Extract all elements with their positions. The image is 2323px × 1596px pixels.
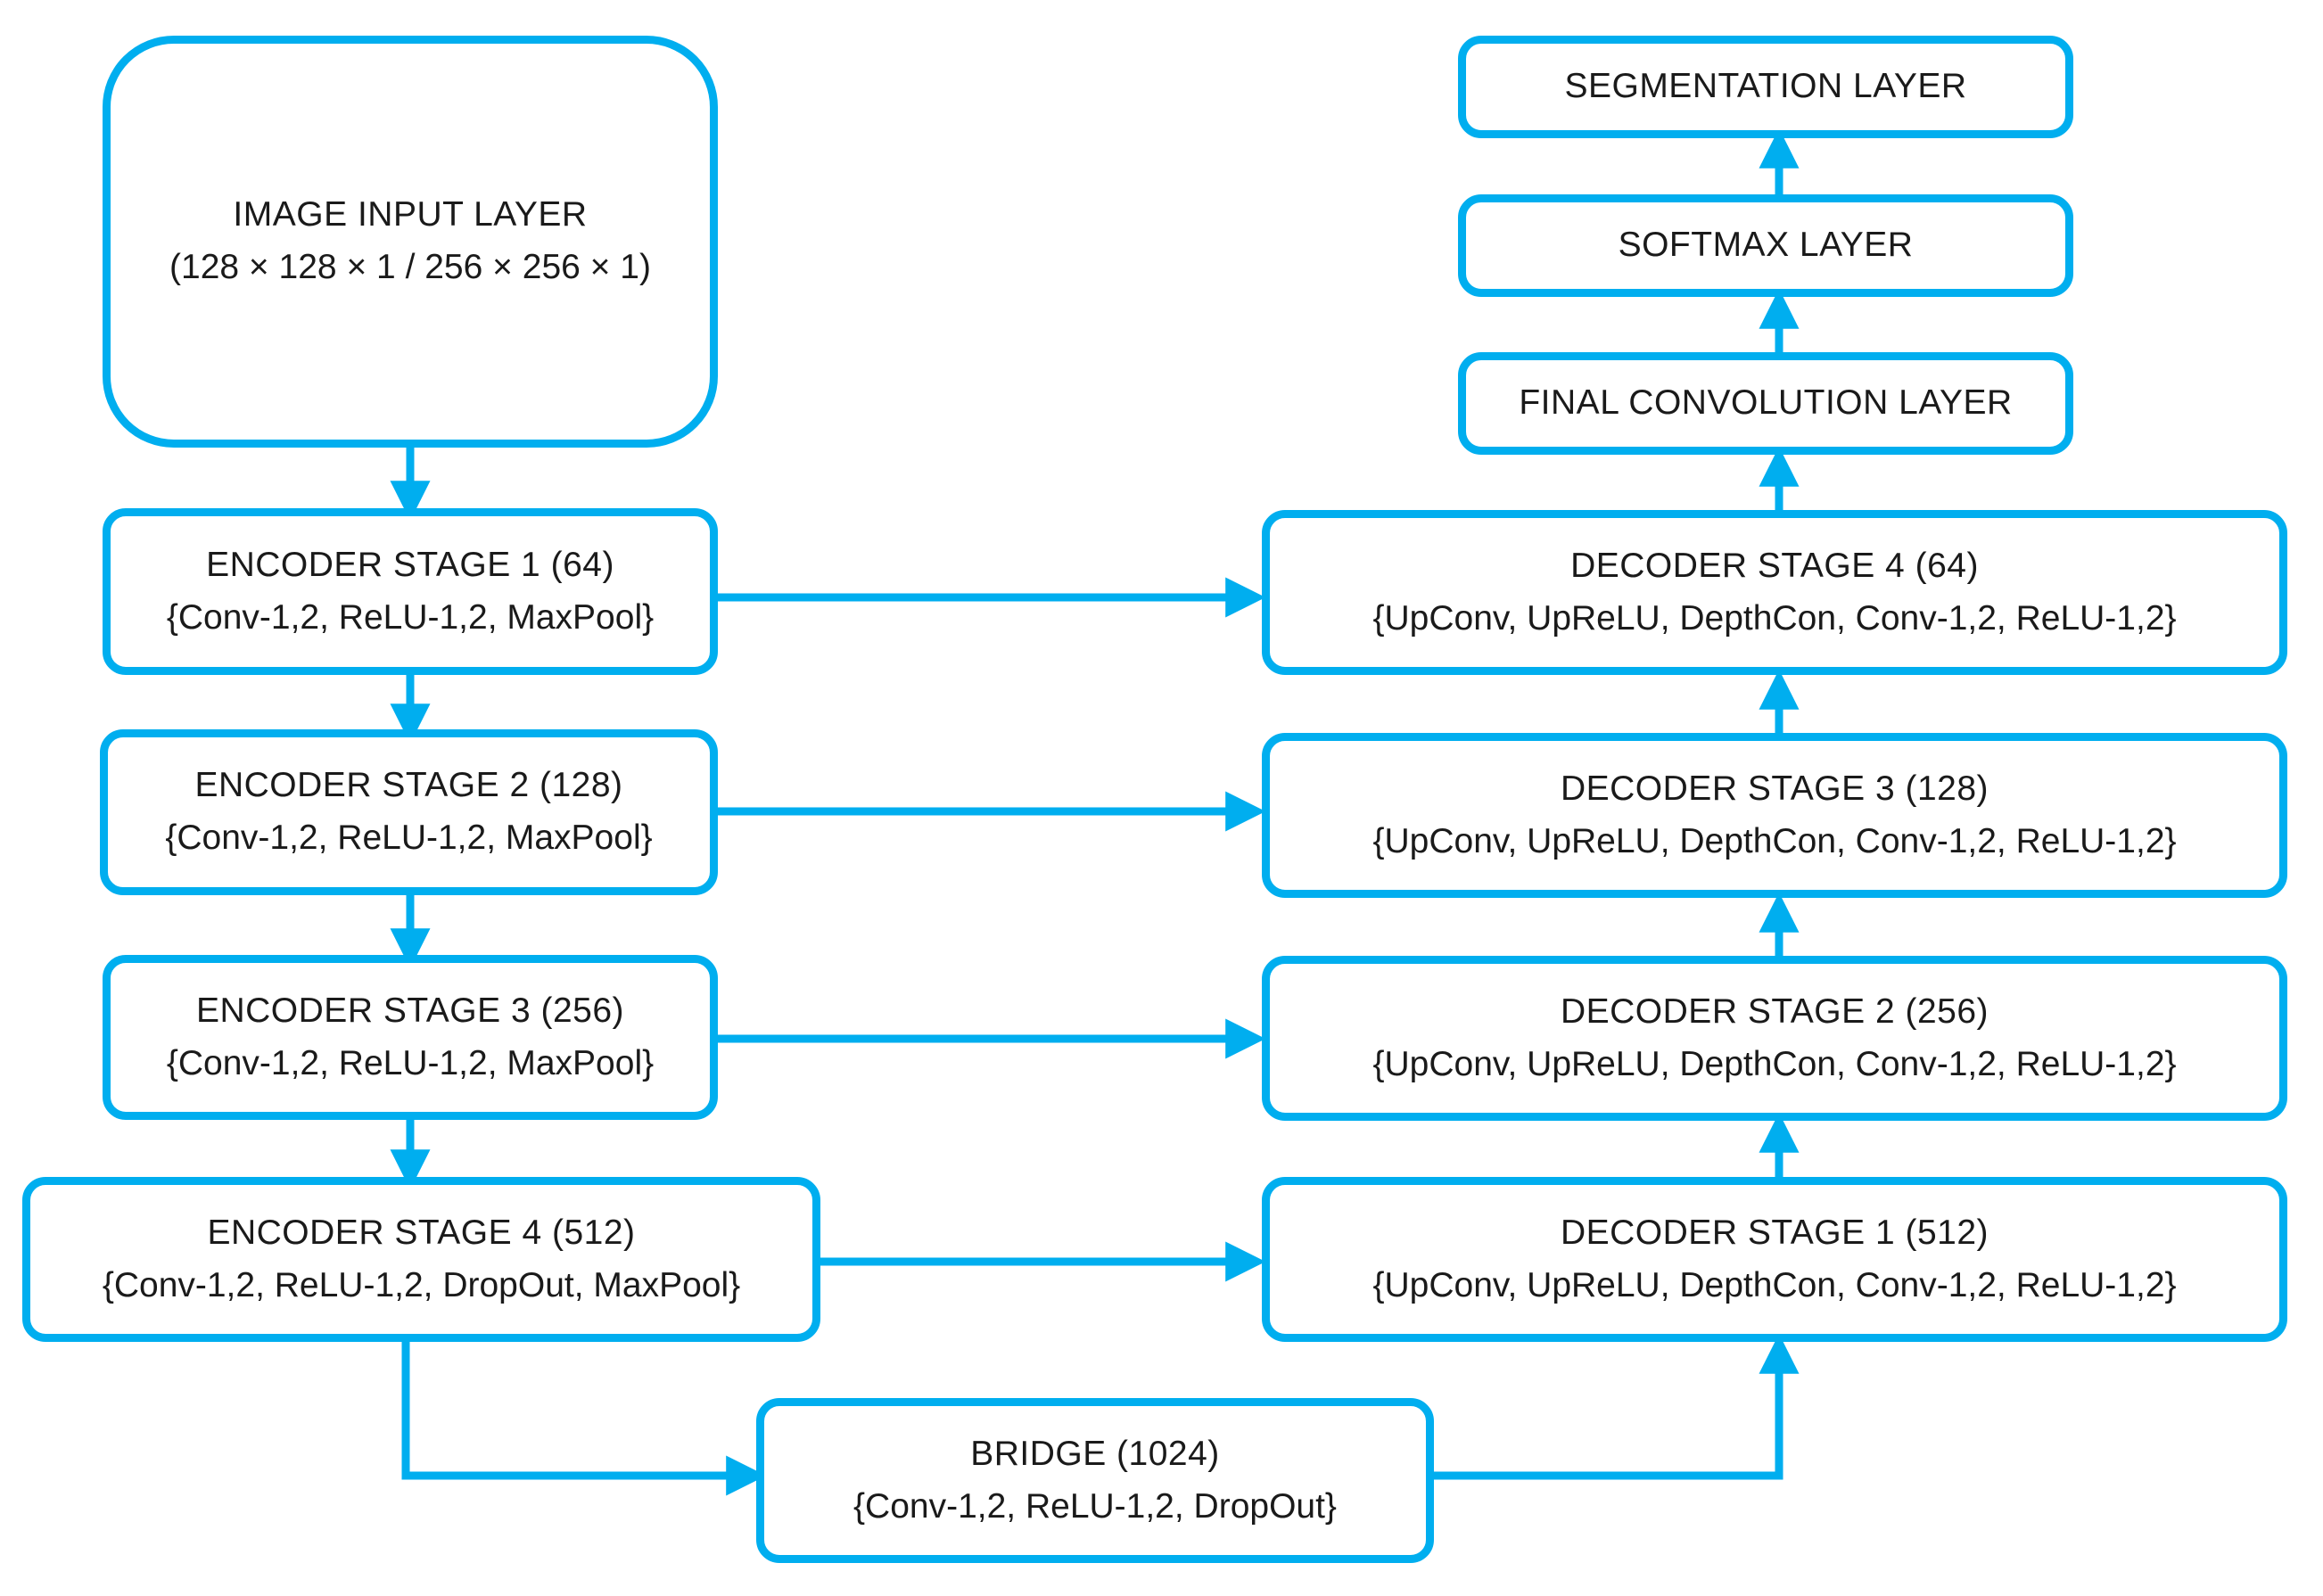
softmax-layer-title: SOFTMAX LAYER [1618,226,1914,265]
encoder-stage-3-ops: {Conv-1,2, ReLU-1,2, MaxPool} [166,1043,655,1082]
decoder-stage-1-title: DECODER STAGE 1 (512) [1560,1213,1989,1252]
encoder-stage-2-ops: {Conv-1,2, ReLU-1,2, MaxPool} [165,819,653,857]
arrow-bridge-to-decoder1 [1429,1333,1800,1480]
segmentation-layer-box: SEGMENTATION LAYER [1458,36,2073,138]
bridge-title: BRIDGE (1024) [970,1434,1220,1473]
encoder-stage-1-title: ENCODER STAGE 1 (64) [206,545,614,584]
encoder-stage-1-ops: {Conv-1,2, ReLU-1,2, MaxPool} [166,597,655,637]
decoder-stage-2-ops: {UpConv, UpReLU, DepthCon, Conv-1,2, ReL… [1372,1044,2177,1083]
image-input-layer-title: IMAGE INPUT LAYER [233,195,588,234]
segmentation-layer-title: SEGMENTATION LAYER [1564,67,1967,106]
image-input-layer-dimensions: (128 × 128 × 1 / 256 × 256 × 1) [169,248,651,286]
decoder-stage-4-box: DECODER STAGE 4 (64) {UpConv, UpReLU, De… [1262,510,2287,675]
encoder-stage-3-title: ENCODER STAGE 3 (256) [195,991,625,1030]
encoder-stage-4-box: ENCODER STAGE 4 (512) {Conv-1,2, ReLU-1,… [22,1177,820,1342]
encoder-stage-4-ops: {Conv-1,2, ReLU-1,2, DropOut, MaxPool} [102,1265,741,1304]
decoder-stage-2-box: DECODER STAGE 2 (256) {UpConv, UpReLU, D… [1262,956,2287,1121]
bridge-box: BRIDGE (1024) {Conv-1,2, ReLU-1,2, DropO… [756,1398,1434,1563]
encoder-stage-2-box: ENCODER STAGE 2 (128) {Conv-1,2, ReLU-1,… [100,729,718,895]
decoder-stage-1-box: DECODER STAGE 1 (512) {UpConv, UpReLU, D… [1262,1177,2287,1342]
final-convolution-layer-title: FINAL CONVOLUTION LAYER [1519,383,2013,423]
decoder-stage-4-title: DECODER STAGE 4 (64) [1570,546,1979,585]
encoder-stage-1-box: ENCODER STAGE 1 (64) {Conv-1,2, ReLU-1,2… [103,508,718,675]
decoder-stage-3-box: DECODER STAGE 3 (128) {UpConv, UpReLU, D… [1262,733,2287,898]
decoder-stage-3-title: DECODER STAGE 3 (128) [1560,769,1989,808]
decoder-stage-4-ops: {UpConv, UpReLU, DepthCon, Conv-1,2, ReL… [1372,598,2177,638]
bridge-ops: {Conv-1,2, ReLU-1,2, DropOut} [853,1486,1337,1526]
final-convolution-layer-box: FINAL CONVOLUTION LAYER [1458,352,2073,455]
decoder-stage-1-ops: {UpConv, UpReLU, DepthCon, Conv-1,2, ReL… [1372,1265,2177,1304]
image-input-layer-box: IMAGE INPUT LAYER (128 × 128 × 1 / 256 ×… [103,36,718,448]
encoder-stage-2-title: ENCODER STAGE 2 (128) [194,766,623,805]
arrow-encoder4-to-bridge [401,1337,767,1496]
decoder-stage-3-ops: {UpConv, UpReLU, DepthCon, Conv-1,2, ReL… [1372,821,2177,860]
softmax-layer-box: SOFTMAX LAYER [1458,194,2073,297]
encoder-stage-4-title: ENCODER STAGE 4 (512) [207,1213,636,1252]
encoder-stage-3-box: ENCODER STAGE 3 (256) {Conv-1,2, ReLU-1,… [103,955,718,1120]
decoder-stage-2-title: DECODER STAGE 2 (256) [1560,991,1989,1031]
